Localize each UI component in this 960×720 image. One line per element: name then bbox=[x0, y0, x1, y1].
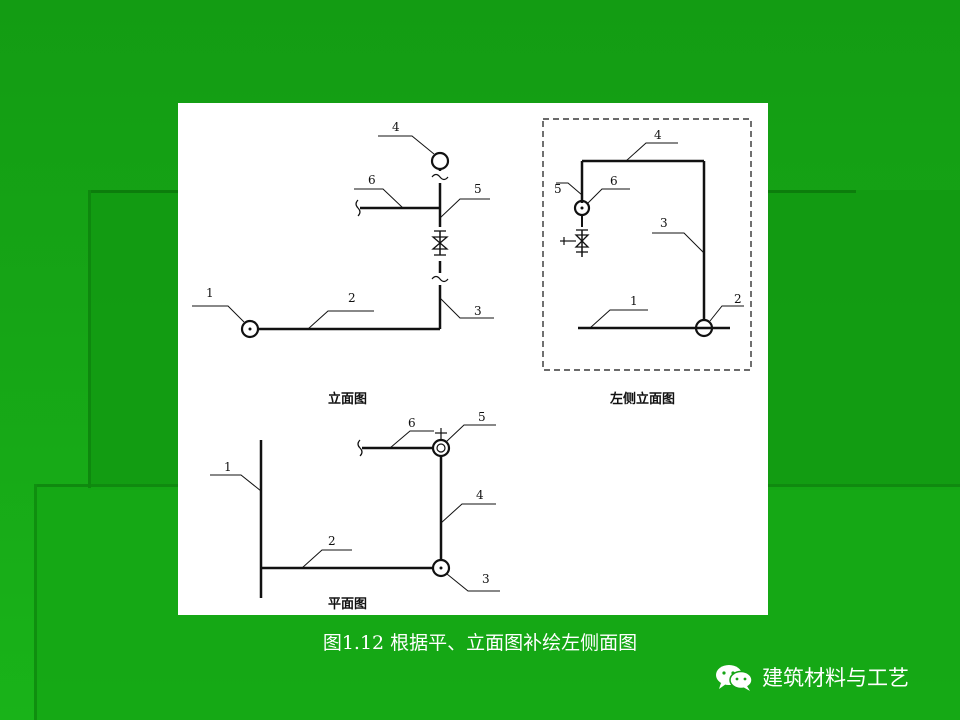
front-label-5: 5 bbox=[474, 182, 482, 196]
plan-leader-3 bbox=[446, 573, 500, 592]
left-leader-5 bbox=[556, 182, 583, 196]
front-leader-6 bbox=[354, 188, 404, 209]
background-divider-vertical-lower bbox=[34, 484, 37, 720]
front-leader-2 bbox=[307, 310, 374, 330]
left-label-5: 5 bbox=[554, 182, 562, 196]
left-label-6: 6 bbox=[610, 174, 618, 188]
plan-pipe-5-circle bbox=[431, 438, 451, 458]
front-label-4: 4 bbox=[392, 120, 400, 134]
plan-leader-2 bbox=[301, 549, 352, 569]
plan-label-4: 4 bbox=[476, 488, 484, 502]
front-elevation-view: 1 2 3 4 5 6 立面图 bbox=[192, 120, 494, 407]
wechat-icon bbox=[712, 662, 758, 692]
plan-label-3: 3 bbox=[482, 572, 490, 586]
front-label-3: 3 bbox=[474, 304, 482, 318]
front-leader-3 bbox=[439, 297, 494, 319]
left-label-2: 2 bbox=[734, 292, 742, 306]
plan-leader-5 bbox=[445, 424, 496, 443]
left-valve-icon bbox=[574, 234, 590, 248]
front-view-caption: 立面图 bbox=[328, 391, 367, 407]
watermark-text: 建筑材料与工艺 bbox=[762, 666, 909, 690]
left-leader-2 bbox=[709, 305, 744, 322]
plan-label-6: 6 bbox=[408, 416, 416, 430]
front-break-mark-left bbox=[355, 199, 361, 217]
front-valve-icon bbox=[431, 236, 449, 250]
front-leader-4 bbox=[378, 135, 435, 155]
front-pipe-1-circle bbox=[240, 319, 260, 339]
left-label-1: 1 bbox=[630, 294, 638, 308]
front-leader-5 bbox=[439, 198, 490, 219]
background-divider-vertical-upper bbox=[88, 190, 91, 488]
left-elevation-view: 1 2 3 4 5 6 左侧立面图 bbox=[542, 118, 752, 407]
figure-caption: 图1.12 根据平、立面图补绘左侧面图 bbox=[322, 632, 638, 654]
front-label-6: 6 bbox=[368, 173, 376, 187]
front-label-1: 1 bbox=[206, 286, 214, 300]
left-leader-1 bbox=[589, 309, 648, 329]
plan-leader-4 bbox=[440, 503, 496, 524]
plan-view: 1 2 3 4 5 6 平面图 bbox=[210, 410, 500, 612]
left-label-4: 4 bbox=[654, 128, 662, 142]
front-label-2: 2 bbox=[348, 291, 356, 305]
left-view-dashed-frame bbox=[542, 118, 752, 371]
watermark: 建筑材料与工艺 bbox=[712, 662, 909, 692]
plan-leader-1 bbox=[210, 474, 262, 492]
left-leader-3 bbox=[652, 232, 705, 254]
left-view-caption: 左侧立面图 bbox=[610, 391, 675, 407]
pipe-drawing-figure: 1 2 3 4 5 6 立面图 bbox=[178, 103, 768, 615]
plan-label-1: 1 bbox=[224, 460, 232, 474]
left-label-3: 3 bbox=[660, 216, 668, 230]
pipe-drawing-svg: 1 2 3 4 5 6 立面图 bbox=[192, 118, 752, 612]
front-pipe-4-circle bbox=[430, 151, 450, 171]
left-leader-6 bbox=[587, 188, 630, 204]
left-leader-4 bbox=[625, 142, 678, 162]
plan-view-caption: 平面图 bbox=[328, 597, 367, 612]
plan-leader-6 bbox=[389, 430, 434, 449]
front-break-mark-upper bbox=[431, 173, 449, 181]
front-leader-1 bbox=[192, 305, 245, 323]
plan-label-5: 5 bbox=[478, 410, 486, 424]
plan-label-2: 2 bbox=[328, 534, 336, 548]
plan-break-mark-left bbox=[357, 439, 363, 457]
front-break-mark-lower bbox=[431, 275, 449, 283]
